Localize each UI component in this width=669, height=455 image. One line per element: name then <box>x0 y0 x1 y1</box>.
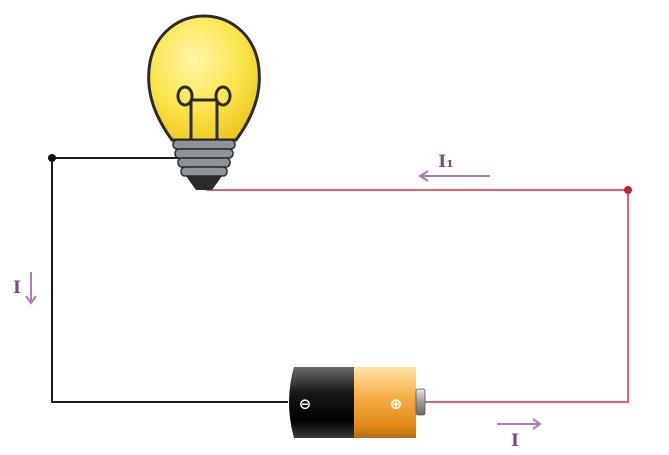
negative-junction-dot <box>48 154 56 162</box>
battery-positive-sign: ⊕ <box>390 395 403 413</box>
bulb-base <box>172 139 236 190</box>
battery-terminal <box>415 388 426 416</box>
top-current-label: I₁ <box>438 152 453 172</box>
top-current-arrow <box>418 170 490 182</box>
wires <box>51 157 629 403</box>
positive-wire <box>206 189 629 403</box>
left-current-label: I <box>13 278 21 298</box>
bulb-filament <box>176 85 232 140</box>
battery-negative-sign: ⊖ <box>299 395 312 413</box>
battery-negative-cap <box>289 367 356 438</box>
battery-positive-cap <box>354 367 416 438</box>
negative-wire <box>51 157 288 403</box>
positive-junction-dot <box>624 186 632 194</box>
bottom-current-label: I <box>511 431 519 451</box>
bulb-glass <box>147 14 261 142</box>
current-arrows <box>25 170 542 430</box>
battery-icon: ⊖ ⊕ <box>289 367 426 438</box>
left-current-arrow <box>25 272 37 305</box>
light-bulb-icon <box>147 14 261 190</box>
bottom-current-arrow <box>497 418 542 430</box>
